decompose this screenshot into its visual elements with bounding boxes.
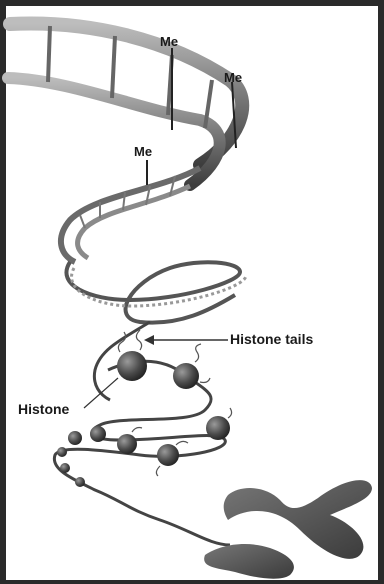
methyl-label-2: Me <box>224 70 242 85</box>
methyl-label-3: Me <box>134 144 152 159</box>
methyl-label-1: Me <box>160 34 178 49</box>
histone-label: Histone <box>18 401 70 417</box>
histone-tails-label: Histone tails <box>230 331 313 347</box>
